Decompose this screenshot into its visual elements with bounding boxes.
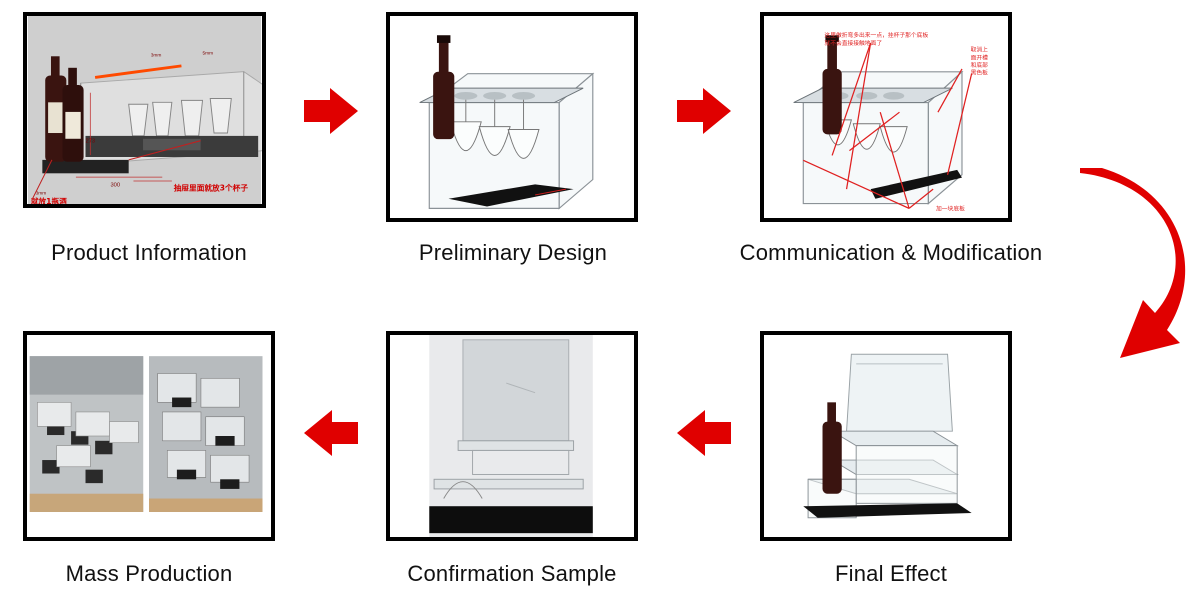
preliminary-design-image: [386, 12, 638, 222]
confirmation-sample-image: [386, 331, 638, 541]
step-label-confirmation-sample: Confirmation Sample: [407, 561, 617, 586]
product-photo: 273 300 3mm 5mm 3mm 抽屉里面就放3个杯子 就放1瓶酒: [27, 16, 262, 204]
dimension-300: 300: [110, 183, 120, 189]
final-effect-image: [760, 331, 1012, 541]
confirmation-sample-photo: [390, 335, 634, 537]
product-information-image: 273 300 3mm 5mm 3mm 抽屉里面就放3个杯子 就放1瓶酒: [23, 12, 266, 208]
modification-note-top: 这里做折弯多出来一点，挂杯子那个底板: [824, 31, 928, 39]
arrow-left-icon: [677, 410, 731, 456]
final-effect-render: [764, 335, 1008, 537]
modification-note-bottom: 加一块底板: [936, 204, 965, 212]
curved-arrow-icon: [1080, 168, 1186, 358]
dimension-273: 273: [86, 139, 96, 145]
mass-production-photos: [27, 335, 271, 537]
arrow-left-icon: [304, 410, 358, 456]
bottle-note: 就放1瓶酒: [31, 196, 67, 204]
step-label-final-effect: Final Effect: [834, 561, 948, 586]
modification-note-top-2: 就不会直接接触地面了: [824, 39, 882, 47]
step-label-communication-modification: Communication & Modification: [739, 240, 1043, 265]
modification-note-right-1: 取消上: [971, 46, 989, 54]
arrow-right-icon: [677, 88, 731, 134]
step-label-preliminary-design: Preliminary Design: [418, 240, 608, 265]
modification-note-right-2: 面开槽: [971, 53, 989, 61]
modification-note-right-3: 和底部: [971, 61, 989, 69]
dimension-3mm-bottom-left: 3mm: [36, 190, 47, 196]
preliminary-design-render: [390, 16, 634, 218]
dimension-5mm: 5mm: [203, 50, 214, 56]
mass-production-image: [23, 331, 275, 541]
communication-modification-image: 这里做折弯多出来一点，挂杯子那个底板 就不会直接接触地面了 取消上 面开槽 和底…: [760, 12, 1012, 222]
drawer-note: 抽屉里面就放3个杯子: [174, 183, 249, 193]
modification-note-right-4: 黑色板: [971, 69, 989, 77]
step-label-mass-production: Mass Production: [65, 561, 233, 586]
dimension-3mm-top: 3mm: [151, 52, 162, 58]
arrow-right-icon: [304, 88, 358, 134]
step-label-product-information: Product Information: [51, 240, 247, 265]
modification-render: 这里做折弯多出来一点，挂杯子那个底板 就不会直接接触地面了 取消上 面开槽 和底…: [764, 16, 1008, 218]
